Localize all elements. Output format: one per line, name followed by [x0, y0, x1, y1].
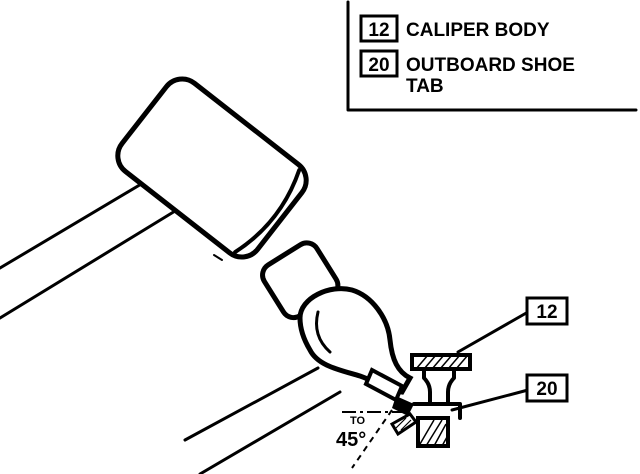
legend-item-20-number: 20 — [368, 55, 389, 76]
angle-mark: TO — [350, 415, 366, 427]
punch-body-bottom-edge — [198, 390, 342, 474]
legend-item-12-label: CALIPER BODY — [406, 20, 550, 41]
callout-12: 12 — [456, 296, 569, 354]
callout-20-box — [525, 373, 569, 403]
legend-item-20-box — [359, 49, 399, 78]
caliper-assembly — [389, 353, 472, 448]
legend-item-20-label-line2: TAB — [406, 76, 444, 97]
punch-body-top-edge — [183, 366, 320, 442]
punch-bulb — [297, 286, 414, 395]
callout-12-number: 12 — [536, 302, 557, 323]
legend-item-20-label-line1: OUTBOARD SHOE — [406, 55, 575, 76]
angle-value: 45° — [336, 429, 366, 451]
hammer-head — [115, 76, 309, 260]
legend-item-12: 12 CALIPER BODY — [359, 14, 550, 43]
punch-tip — [392, 396, 414, 416]
hammer-handle-top-edge — [0, 178, 150, 270]
hammer-handle-bottom-edge — [0, 206, 182, 320]
legend-item-20: 20 OUTBOARD SHOE TAB — [359, 49, 575, 97]
legend: 12 CALIPER BODY 20 OUTBOARD SHOE TAB — [346, 0, 638, 112]
legend-item-12-number: 12 — [368, 20, 389, 41]
punch-tool — [183, 240, 414, 474]
hammer — [0, 76, 309, 320]
legend-item-12-box — [359, 14, 399, 43]
callout-12-box — [525, 296, 569, 326]
angle-annotation: TO 45° — [336, 409, 402, 469]
outboard-shoe-tab — [416, 416, 450, 448]
callout-20-number: 20 — [536, 379, 557, 400]
callout-20: 20 — [450, 373, 569, 412]
